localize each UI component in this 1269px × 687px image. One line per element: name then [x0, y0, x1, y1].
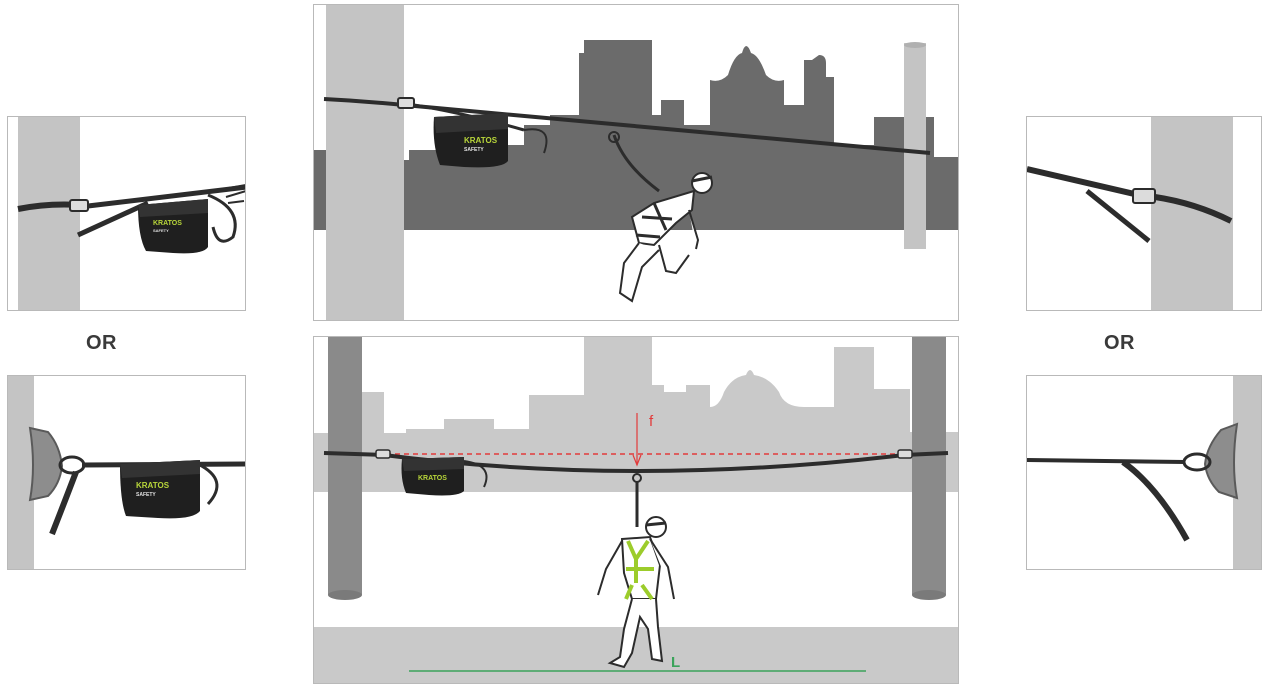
wall [1233, 376, 1262, 570]
svg-text:SAFETY: SAFETY [153, 228, 169, 233]
tensioner-bag-icon: KRATOS SAFETY [138, 199, 208, 253]
detail-pole-anchor-right [1026, 116, 1262, 311]
tensioner-bag-icon: KRATOS SAFETY [120, 460, 200, 518]
scene-installation: KRATOS SAFETY [313, 4, 959, 321]
svg-text:SAFETY: SAFETY [464, 147, 484, 153]
carabiner-icon [60, 457, 84, 473]
ratchet-buckle-icon [1133, 189, 1155, 203]
anchor-pole-right [912, 337, 946, 595]
detail-pole-anchor-left: KRATOS SAFETY [7, 116, 246, 311]
anchor-pole-right [904, 43, 926, 249]
wall-anchor-plate-icon [30, 428, 62, 500]
detail-wall-anchor-right [1026, 375, 1262, 570]
span-label: L [671, 654, 680, 671]
or-label-left: OR [86, 332, 117, 355]
bag-logo: KRATOS [464, 136, 498, 145]
tensioner-bag-icon: KRATOS SAFETY [434, 113, 508, 167]
wall [8, 376, 34, 570]
or-label-right: OR [1104, 332, 1135, 355]
tensioner-bag-icon: KRATOS [402, 457, 465, 496]
bag-logo: KRATOS [418, 475, 447, 482]
pole [18, 117, 80, 311]
bag-logo: KRATOS [136, 481, 170, 490]
city-skyline [314, 40, 959, 230]
ratchet-buckle-icon [398, 98, 414, 108]
bag-logo: KRATOS [153, 220, 182, 227]
anchor-pole-left [328, 337, 362, 595]
svg-text:SAFETY: SAFETY [136, 492, 156, 498]
ratchet-buckle-icon [70, 200, 88, 211]
lifeline-cable [1027, 460, 1185, 462]
anchor-pole-left [326, 5, 404, 321]
detail-wall-anchor-left: KRATOS SAFETY [7, 375, 246, 570]
scene-fall-arrest: f KRATOS L [313, 336, 959, 684]
lifeline-tail [1123, 462, 1187, 540]
